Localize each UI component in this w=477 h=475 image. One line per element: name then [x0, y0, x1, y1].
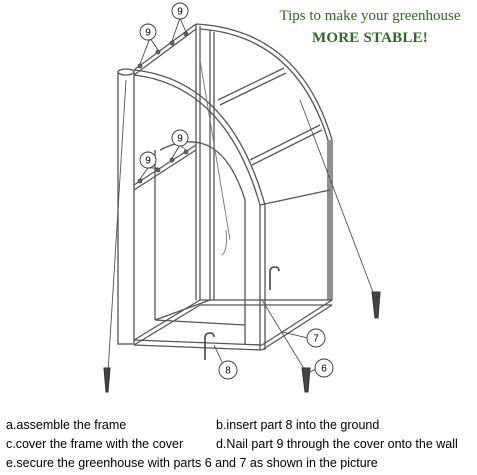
inner-rope: [199, 59, 231, 256]
svg-text:6: 6: [321, 364, 327, 375]
svg-text:8: 8: [225, 366, 231, 377]
callout-part7: 7: [306, 328, 326, 348]
callout-part8: 8: [218, 360, 238, 380]
callout-part9-mid-right: 9: [171, 129, 189, 147]
wall-pole: [117, 71, 135, 345]
callout-part6: 6: [314, 358, 334, 378]
tip-heading-line2: MORE STABLE!: [312, 30, 428, 46]
instruction-c: c.cover the frame with the cover: [6, 437, 184, 451]
instruction-b: b.insert part 8 into the ground: [216, 418, 380, 432]
ground-hooks: [204, 266, 280, 360]
instruction-a: a.assemble the frame: [6, 418, 127, 432]
callout-part9-top-left: 9: [139, 23, 157, 41]
svg-text:7: 7: [313, 334, 319, 345]
frame-structure: [117, 23, 333, 351]
callout-part9-mid-left: 9: [139, 151, 157, 169]
svg-text:9: 9: [177, 7, 183, 18]
svg-text:9: 9: [145, 156, 151, 167]
stakes: [103, 291, 381, 393]
tip-heading-line1: Tips to make your greenhouse: [279, 8, 461, 24]
guy-ropes: [107, 79, 377, 373]
greenhouse-diagram: 9 9 9 9 8 7 6: [103, 2, 381, 393]
instruction-e: e.secure the greenhouse with parts 6 and…: [6, 456, 378, 470]
callout-leaders: [139, 17, 319, 373]
svg-text:9: 9: [145, 28, 151, 39]
svg-text:9: 9: [177, 134, 183, 145]
callout-part9-top-right: 9: [171, 2, 189, 20]
nail-clusters: [137, 31, 189, 184]
instruction-d: d.Nail part 9 through the cover onto the…: [216, 437, 458, 451]
